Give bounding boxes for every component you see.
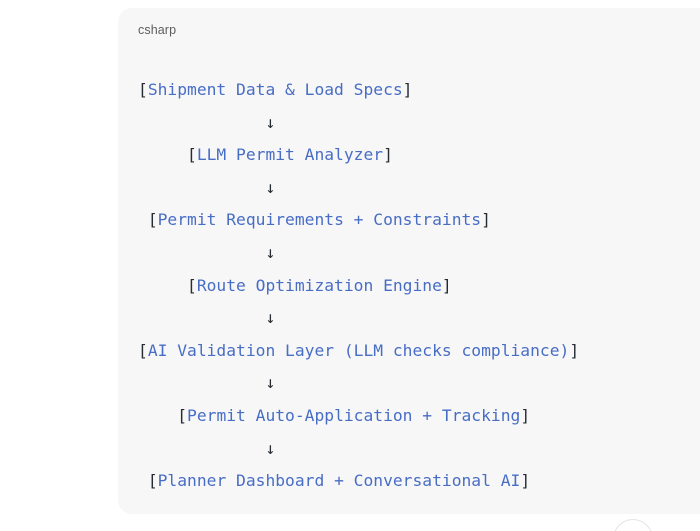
flow-node-label: Route Optimization Engine bbox=[196, 275, 442, 295]
flow-node-line: [Route Optimization Engine] bbox=[138, 270, 698, 303]
close-bracket: ] bbox=[569, 340, 580, 360]
open-bracket: [ bbox=[187, 275, 197, 295]
code-language-label: csharp bbox=[138, 23, 177, 37]
flow-node-label: Planner Dashboard + Conversational AI bbox=[157, 471, 521, 491]
down-arrow-icon: ↓ bbox=[265, 177, 276, 197]
open-bracket: [ bbox=[147, 210, 158, 230]
down-arrow-icon: ↓ bbox=[265, 242, 276, 262]
flow-arrow-line: ↓ bbox=[138, 367, 698, 400]
flow-node-label: AI Validation Layer (LLM checks complian… bbox=[147, 340, 570, 360]
open-bracket: [ bbox=[138, 80, 148, 99]
flow-node-line: [Permit Auto-Application + Tracking] bbox=[138, 400, 698, 433]
scroll-down-button[interactable] bbox=[613, 519, 653, 531]
flow-arrow-line: ↓ bbox=[138, 107, 698, 140]
close-bracket: ] bbox=[481, 210, 491, 230]
code-content: [Shipment Data & Load Specs] ↓ [LLM Perm… bbox=[118, 35, 700, 514]
close-bracket: ] bbox=[441, 275, 452, 295]
flow-arrow-line: ↓ bbox=[138, 237, 698, 270]
code-block-header: csharp bbox=[118, 8, 700, 37]
down-arrow-icon: ↓ bbox=[265, 112, 276, 132]
close-bracket: ] bbox=[520, 405, 531, 425]
flow-node-label: Permit Requirements + Constraints bbox=[157, 210, 482, 230]
down-arrow-icon: ↓ bbox=[265, 308, 276, 328]
close-bracket: ] bbox=[520, 471, 531, 491]
open-bracket: [ bbox=[147, 471, 158, 491]
flow-arrow-line: ↓ bbox=[138, 302, 698, 335]
flow-arrow-line: ↓ bbox=[138, 172, 698, 205]
close-bracket: ] bbox=[383, 145, 393, 165]
flow-node-label: LLM Permit Analyzer bbox=[196, 145, 384, 165]
flow-node-label: Permit Auto-Application + Tracking bbox=[187, 405, 521, 425]
flow-node-line: [Planner Dashboard + Conversational AI] bbox=[138, 465, 698, 498]
flow-node-line: [LLM Permit Analyzer] bbox=[138, 139, 698, 172]
flow-node-line: [Shipment Data & Load Specs] bbox=[138, 74, 698, 107]
open-bracket: [ bbox=[187, 145, 197, 165]
open-bracket: [ bbox=[138, 340, 148, 360]
code-block-panel: csharp [Shipment Data & Load Specs] ↓ [L… bbox=[118, 8, 700, 514]
flow-arrow-line: ↓ bbox=[138, 433, 698, 466]
flow-node-label: Shipment Data & Load Specs bbox=[147, 80, 403, 99]
flow-node-line: [AI Validation Layer (LLM checks complia… bbox=[138, 335, 698, 368]
flow-node-line: [Permit Requirements + Constraints] bbox=[138, 204, 698, 237]
close-bracket: ] bbox=[402, 80, 413, 99]
down-arrow-icon: ↓ bbox=[265, 438, 276, 458]
down-arrow-icon: ↓ bbox=[265, 373, 276, 393]
open-bracket: [ bbox=[177, 405, 188, 425]
